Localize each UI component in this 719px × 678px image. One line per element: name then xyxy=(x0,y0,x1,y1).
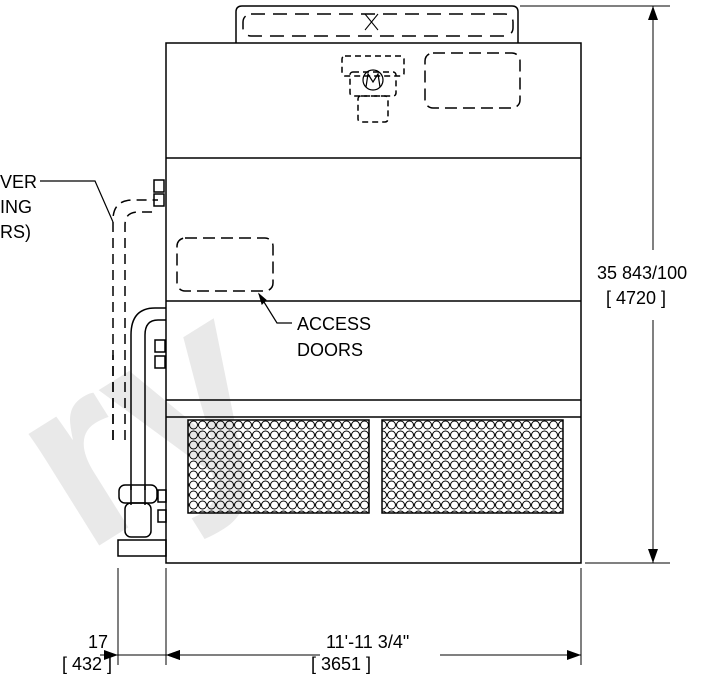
access-doors-arrow xyxy=(258,292,267,305)
fan-stack-dashed-outline xyxy=(242,13,514,37)
left-label-line1: VER xyxy=(0,172,37,192)
fan-cross-mark xyxy=(364,13,379,31)
width-dimension-metric: [ 3651 ] xyxy=(311,654,371,674)
fan-stack xyxy=(235,5,519,43)
motor-letter-m xyxy=(365,72,381,88)
pipe-connection-6 xyxy=(157,509,167,523)
height-arrow-top xyxy=(648,6,658,20)
width-dimension-text: 11'-11 3/4" xyxy=(326,632,409,652)
air-inlet-screen-left xyxy=(187,419,370,514)
motor-icon xyxy=(341,55,405,123)
side-piping-solid xyxy=(117,307,167,557)
height-arrow-bottom xyxy=(648,549,658,563)
left-label-line3: RS) xyxy=(0,222,31,242)
pipe-connection-5 xyxy=(157,489,167,503)
pipe-connection-4 xyxy=(154,355,166,369)
left-label-line2: ING xyxy=(0,197,32,217)
side-piping-dashed xyxy=(112,199,158,440)
height-dimension-metric: [ 4720 ] xyxy=(606,288,666,308)
motor-circle xyxy=(362,69,384,91)
air-inlet-screen-right xyxy=(381,419,564,514)
access-doors-leader xyxy=(258,293,292,324)
left-label-leader xyxy=(40,180,114,223)
width-arrow-left xyxy=(166,650,180,660)
access-doors-label-line1: ACCESS xyxy=(297,314,371,334)
offset-dimension-text: 17 xyxy=(88,632,108,652)
pipe-connection-1 xyxy=(153,179,165,193)
height-dimension-text: 35 843/100 xyxy=(597,263,687,283)
pipe-connection-2 xyxy=(153,193,165,207)
offset-arrow-left xyxy=(104,650,118,660)
offset-dimension-metric: [ 432 ] xyxy=(62,654,112,674)
access-doors-label-line2: DOORS xyxy=(297,340,363,360)
pipe-connection-3 xyxy=(154,339,166,353)
middle-access-door xyxy=(176,237,274,292)
width-arrow-right xyxy=(567,650,581,660)
upper-access-door xyxy=(424,52,521,109)
watermark-text: ry xyxy=(0,238,313,600)
tower-casing xyxy=(165,42,582,564)
